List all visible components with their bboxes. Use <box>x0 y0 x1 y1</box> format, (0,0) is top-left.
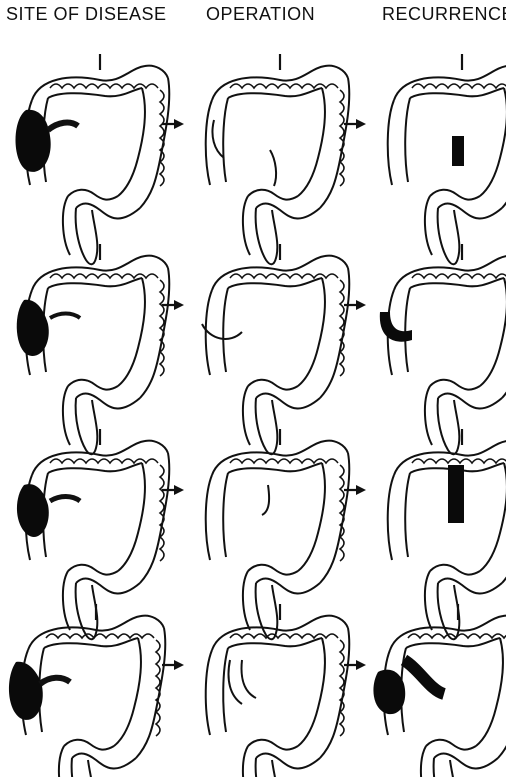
row-2-arrow-1 <box>162 300 184 310</box>
row-1-site-diagram <box>16 54 170 264</box>
row-3-operation-diagram <box>206 429 350 639</box>
row-3-recurrence-diagram <box>388 429 506 639</box>
row-4-site-diagram <box>9 604 165 777</box>
disease-region <box>373 670 405 715</box>
row-4-arrow-1 <box>162 660 184 670</box>
disease-region <box>448 465 464 523</box>
row-1 <box>16 54 506 264</box>
row-2-recurrence-diagram <box>380 244 506 454</box>
row-3-site-diagram <box>17 429 169 639</box>
row-4-operation-diagram <box>206 604 350 777</box>
row-3-arrow-1 <box>162 485 184 495</box>
row-1-recurrence-diagram <box>388 54 506 264</box>
row-3 <box>17 429 506 639</box>
row-1-operation-diagram <box>206 54 350 264</box>
row-2-site-diagram <box>17 244 170 454</box>
row-4-recurrence-diagram <box>373 604 506 777</box>
row-2 <box>17 244 506 454</box>
disease-region <box>16 110 51 172</box>
row-2-operation-diagram <box>202 244 349 454</box>
disease-region <box>380 312 412 342</box>
disease-region <box>9 662 43 720</box>
disease-region <box>452 136 464 166</box>
